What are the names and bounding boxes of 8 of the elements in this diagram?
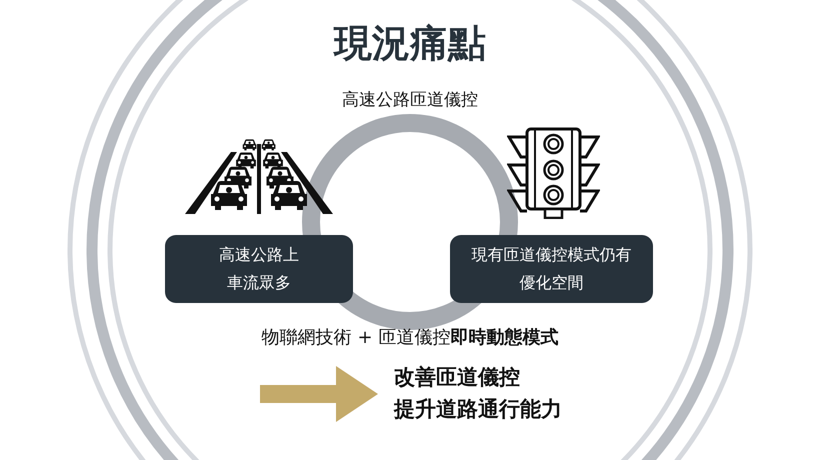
caption-text: 物聯網技術 + 匝道儀控即時動態模式: [262, 326, 558, 349]
title: 現況痛點: [334, 20, 486, 67]
subtitle: 高速公路匝道儀控: [342, 89, 478, 111]
result-text: 提升道路通行能力: [394, 396, 563, 423]
result-text: 改善匝道儀控: [394, 364, 521, 391]
pain-point-card: 現有匝道儀控模式仍有優化空間: [450, 235, 653, 303]
block-arrow: [260, 366, 378, 422]
pain-point-card: 高速公路上車流眾多: [165, 235, 353, 303]
